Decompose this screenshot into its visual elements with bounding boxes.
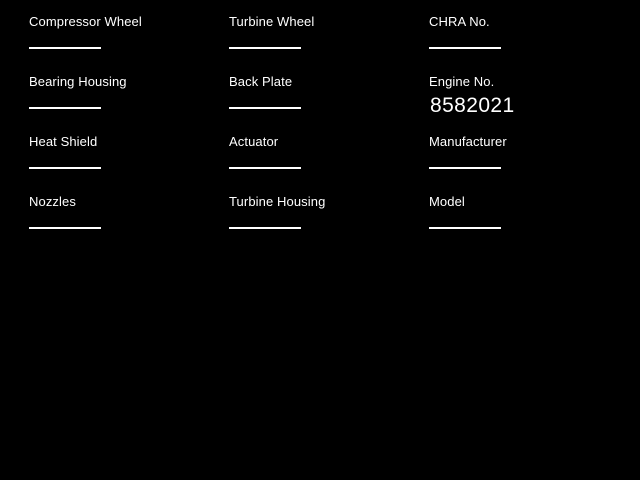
field-bearing-housing[interactable]: Bearing Housing: [29, 72, 219, 132]
field-chra-no[interactable]: CHRA No.: [429, 12, 619, 72]
field-underline: [429, 167, 501, 169]
field-label: Compressor Wheel: [29, 14, 142, 29]
field-underline: [29, 227, 101, 229]
field-label: Turbine Wheel: [229, 14, 315, 29]
field-underline: [229, 47, 301, 49]
field-label: Actuator: [229, 134, 279, 149]
field-back-plate[interactable]: Back Plate: [229, 72, 419, 132]
field-model[interactable]: Model: [429, 192, 619, 252]
field-label: Back Plate: [229, 74, 293, 89]
field-underline: [29, 47, 101, 49]
field-underline: [229, 227, 301, 229]
field-engine-no[interactable]: Engine No. 8582021: [429, 72, 619, 132]
field-underline: [229, 107, 301, 109]
field-actuator[interactable]: Actuator: [229, 132, 419, 192]
form-column-1: Compressor Wheel Bearing Housing Heat Sh…: [29, 0, 229, 480]
field-manufacturer[interactable]: Manufacturer: [429, 132, 619, 192]
field-label: Bearing Housing: [29, 74, 127, 89]
field-value: 8582021: [430, 94, 515, 117]
form-column-3: CHRA No. Engine No. 8582021 Manufacturer…: [429, 0, 629, 480]
field-heat-shield[interactable]: Heat Shield: [29, 132, 219, 192]
field-turbine-housing[interactable]: Turbine Housing: [229, 192, 419, 252]
field-label: Heat Shield: [29, 134, 98, 149]
field-label: Nozzles: [29, 194, 76, 209]
field-compressor-wheel[interactable]: Compressor Wheel: [29, 12, 219, 72]
form-column-2: Turbine Wheel Back Plate Actuator Turbin…: [229, 0, 429, 480]
field-underline: [429, 227, 501, 229]
field-underline: [429, 47, 501, 49]
field-underline: [229, 167, 301, 169]
field-label: Engine No.: [429, 74, 495, 89]
field-label: Manufacturer: [429, 134, 507, 149]
field-turbine-wheel[interactable]: Turbine Wheel: [229, 12, 419, 72]
field-nozzles[interactable]: Nozzles: [29, 192, 219, 252]
field-label: CHRA No.: [429, 14, 490, 29]
field-label: Turbine Housing: [229, 194, 326, 209]
field-underline: [29, 107, 101, 109]
field-underline: [29, 167, 101, 169]
field-label: Model: [429, 194, 465, 209]
